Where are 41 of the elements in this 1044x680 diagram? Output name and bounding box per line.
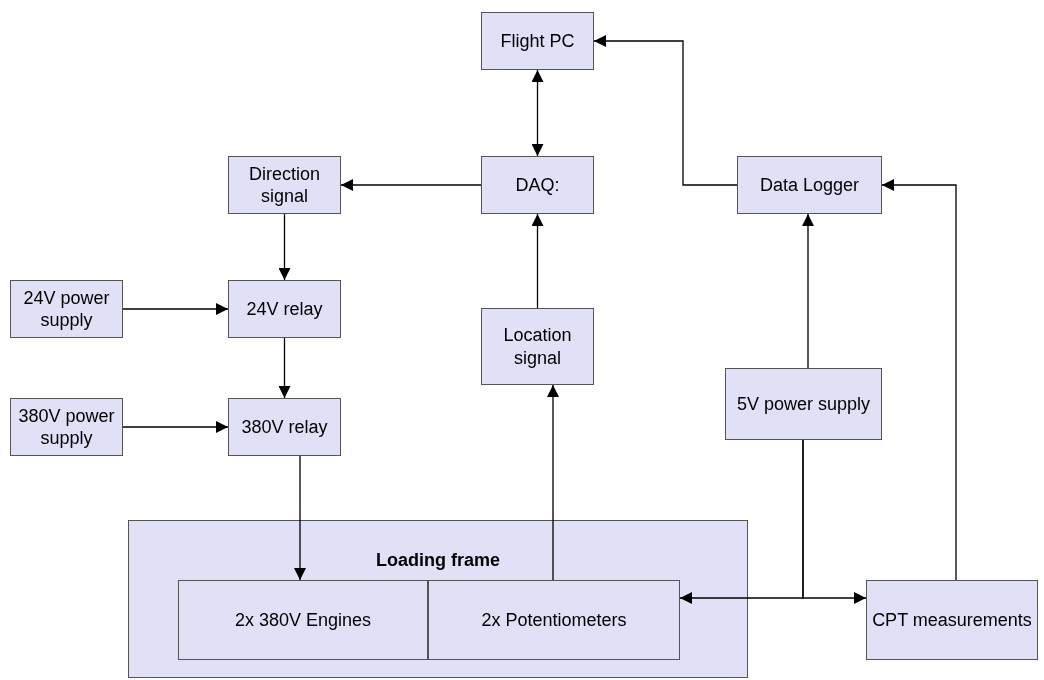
arrow — [802, 213, 814, 369]
arrow — [122, 421, 229, 433]
arrow — [547, 384, 559, 581]
process-box — [725, 368, 882, 440]
process-box — [228, 156, 341, 214]
arrow — [531, 213, 544, 309]
process-box — [737, 156, 882, 214]
process-box — [10, 280, 123, 338]
node-label: CPT measurements — [871, 608, 1033, 632]
node-label: 380V power supply — [17, 404, 116, 450]
arrow — [278, 337, 291, 399]
node-label: 2x 380V Engines — [233, 608, 373, 632]
node-label: 24V relay — [245, 297, 324, 321]
group-frame — [128, 520, 748, 678]
arrow — [340, 179, 482, 191]
process-box — [228, 398, 341, 456]
node-label: Direction signal — [248, 162, 321, 208]
node-label: Flight PC — [499, 29, 576, 53]
arrow — [122, 303, 229, 315]
process-box — [10, 398, 123, 456]
process-box — [481, 12, 594, 70]
node-label: DAQ: — [514, 173, 561, 197]
node-label: Loading frame — [375, 549, 501, 572]
arrow — [593, 35, 738, 186]
node-label: 2x Potentiometers — [480, 608, 628, 632]
process-box — [481, 156, 594, 214]
arrow — [278, 213, 291, 281]
process-box — [428, 580, 680, 660]
process-box — [481, 308, 594, 385]
arrow — [802, 439, 867, 604]
node-label: 380V relay — [240, 415, 329, 439]
node-label: Data Logger — [758, 173, 861, 197]
process-box — [178, 580, 428, 660]
process-box — [228, 280, 341, 338]
node-label: Location signal — [502, 324, 573, 369]
node-label: 24V power supply — [22, 286, 111, 332]
arrow — [881, 179, 957, 581]
arrow — [294, 455, 306, 581]
arrow — [531, 69, 544, 157]
node-label: 5V power supply — [735, 392, 872, 416]
process-box — [866, 580, 1038, 660]
